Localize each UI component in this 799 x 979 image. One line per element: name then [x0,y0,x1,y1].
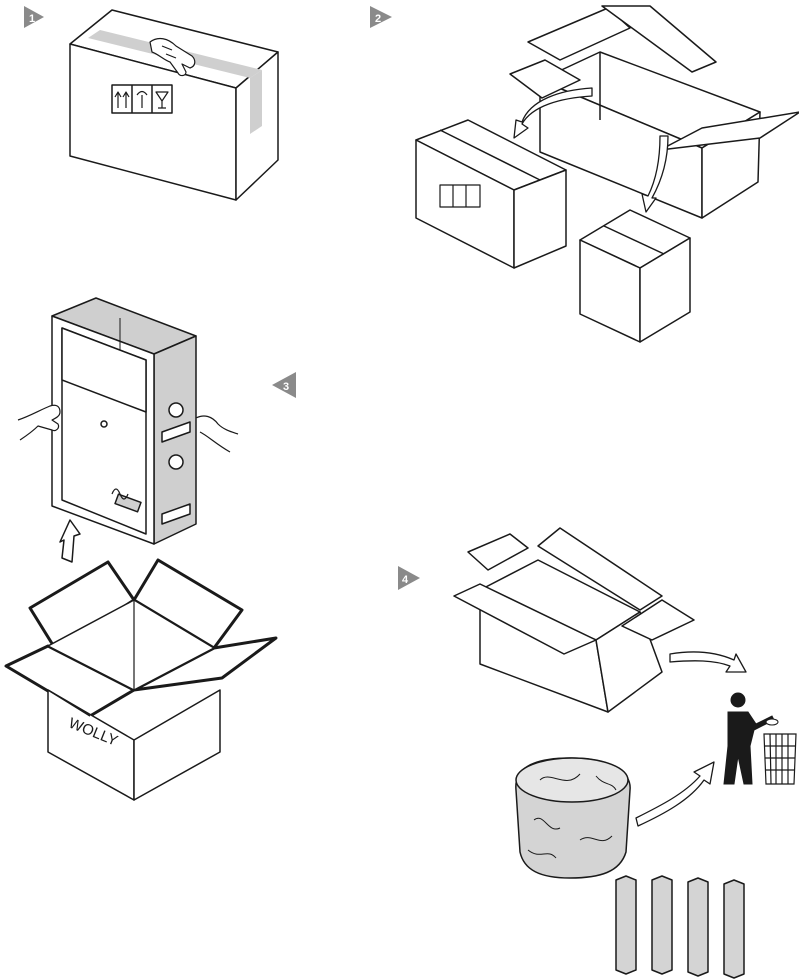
outer-box-back-flap [527,7,631,61]
step-4-badge: 4 [398,566,420,590]
empty-open-box [453,527,695,713]
handling-symbols-icon [439,184,481,208]
handling-symbols-icon [111,84,173,114]
step-3-number: 3 [283,381,289,393]
step-4-number: 4 [402,574,409,586]
plastic-wrap-bundle [515,757,631,879]
insert-panel [687,877,709,977]
logo-icon [111,488,129,500]
hand-left-icon [17,404,61,441]
mailbox-letter-flap [61,327,147,413]
disposal-arrow-top [669,651,747,673]
inner-box-large [415,119,567,269]
step-1-badge: 1 [24,6,44,28]
insert-panel [651,875,673,975]
mailbox-unit [51,297,197,545]
outer-box-left-flap [509,59,581,99]
cardboard-inserts [615,875,745,979]
lock-icon [100,420,108,428]
open-outer-box [509,5,799,219]
step-2-number: 2 [375,13,381,25]
insert-panel [723,879,745,979]
disposal-arrow-bottom [635,761,715,827]
removal-arrows [513,87,669,213]
hand-icon [149,37,196,77]
taped-shipping-box [69,9,279,201]
open-box-wolly: WOLLY [4,558,278,801]
lift-arrow-icon [59,519,81,563]
step-3: 3 [4,297,296,801]
trash-disposal-icon [723,692,797,785]
outer-box-right-flap [659,111,799,151]
trash-bin-icon [763,733,797,785]
step-3-badge: 3 [272,372,296,398]
step-4: 4 [398,527,797,979]
step-1-number: 1 [29,13,35,25]
insert-panel [615,875,637,975]
inner-box-small [579,209,691,343]
step-2-badge: 2 [370,6,392,28]
empty-box-left-flap [453,583,597,655]
hand-right-icon [195,415,239,453]
step-2: 2 [370,5,799,343]
empty-box-right-flap [621,599,695,641]
step-1: 1 [24,6,279,201]
